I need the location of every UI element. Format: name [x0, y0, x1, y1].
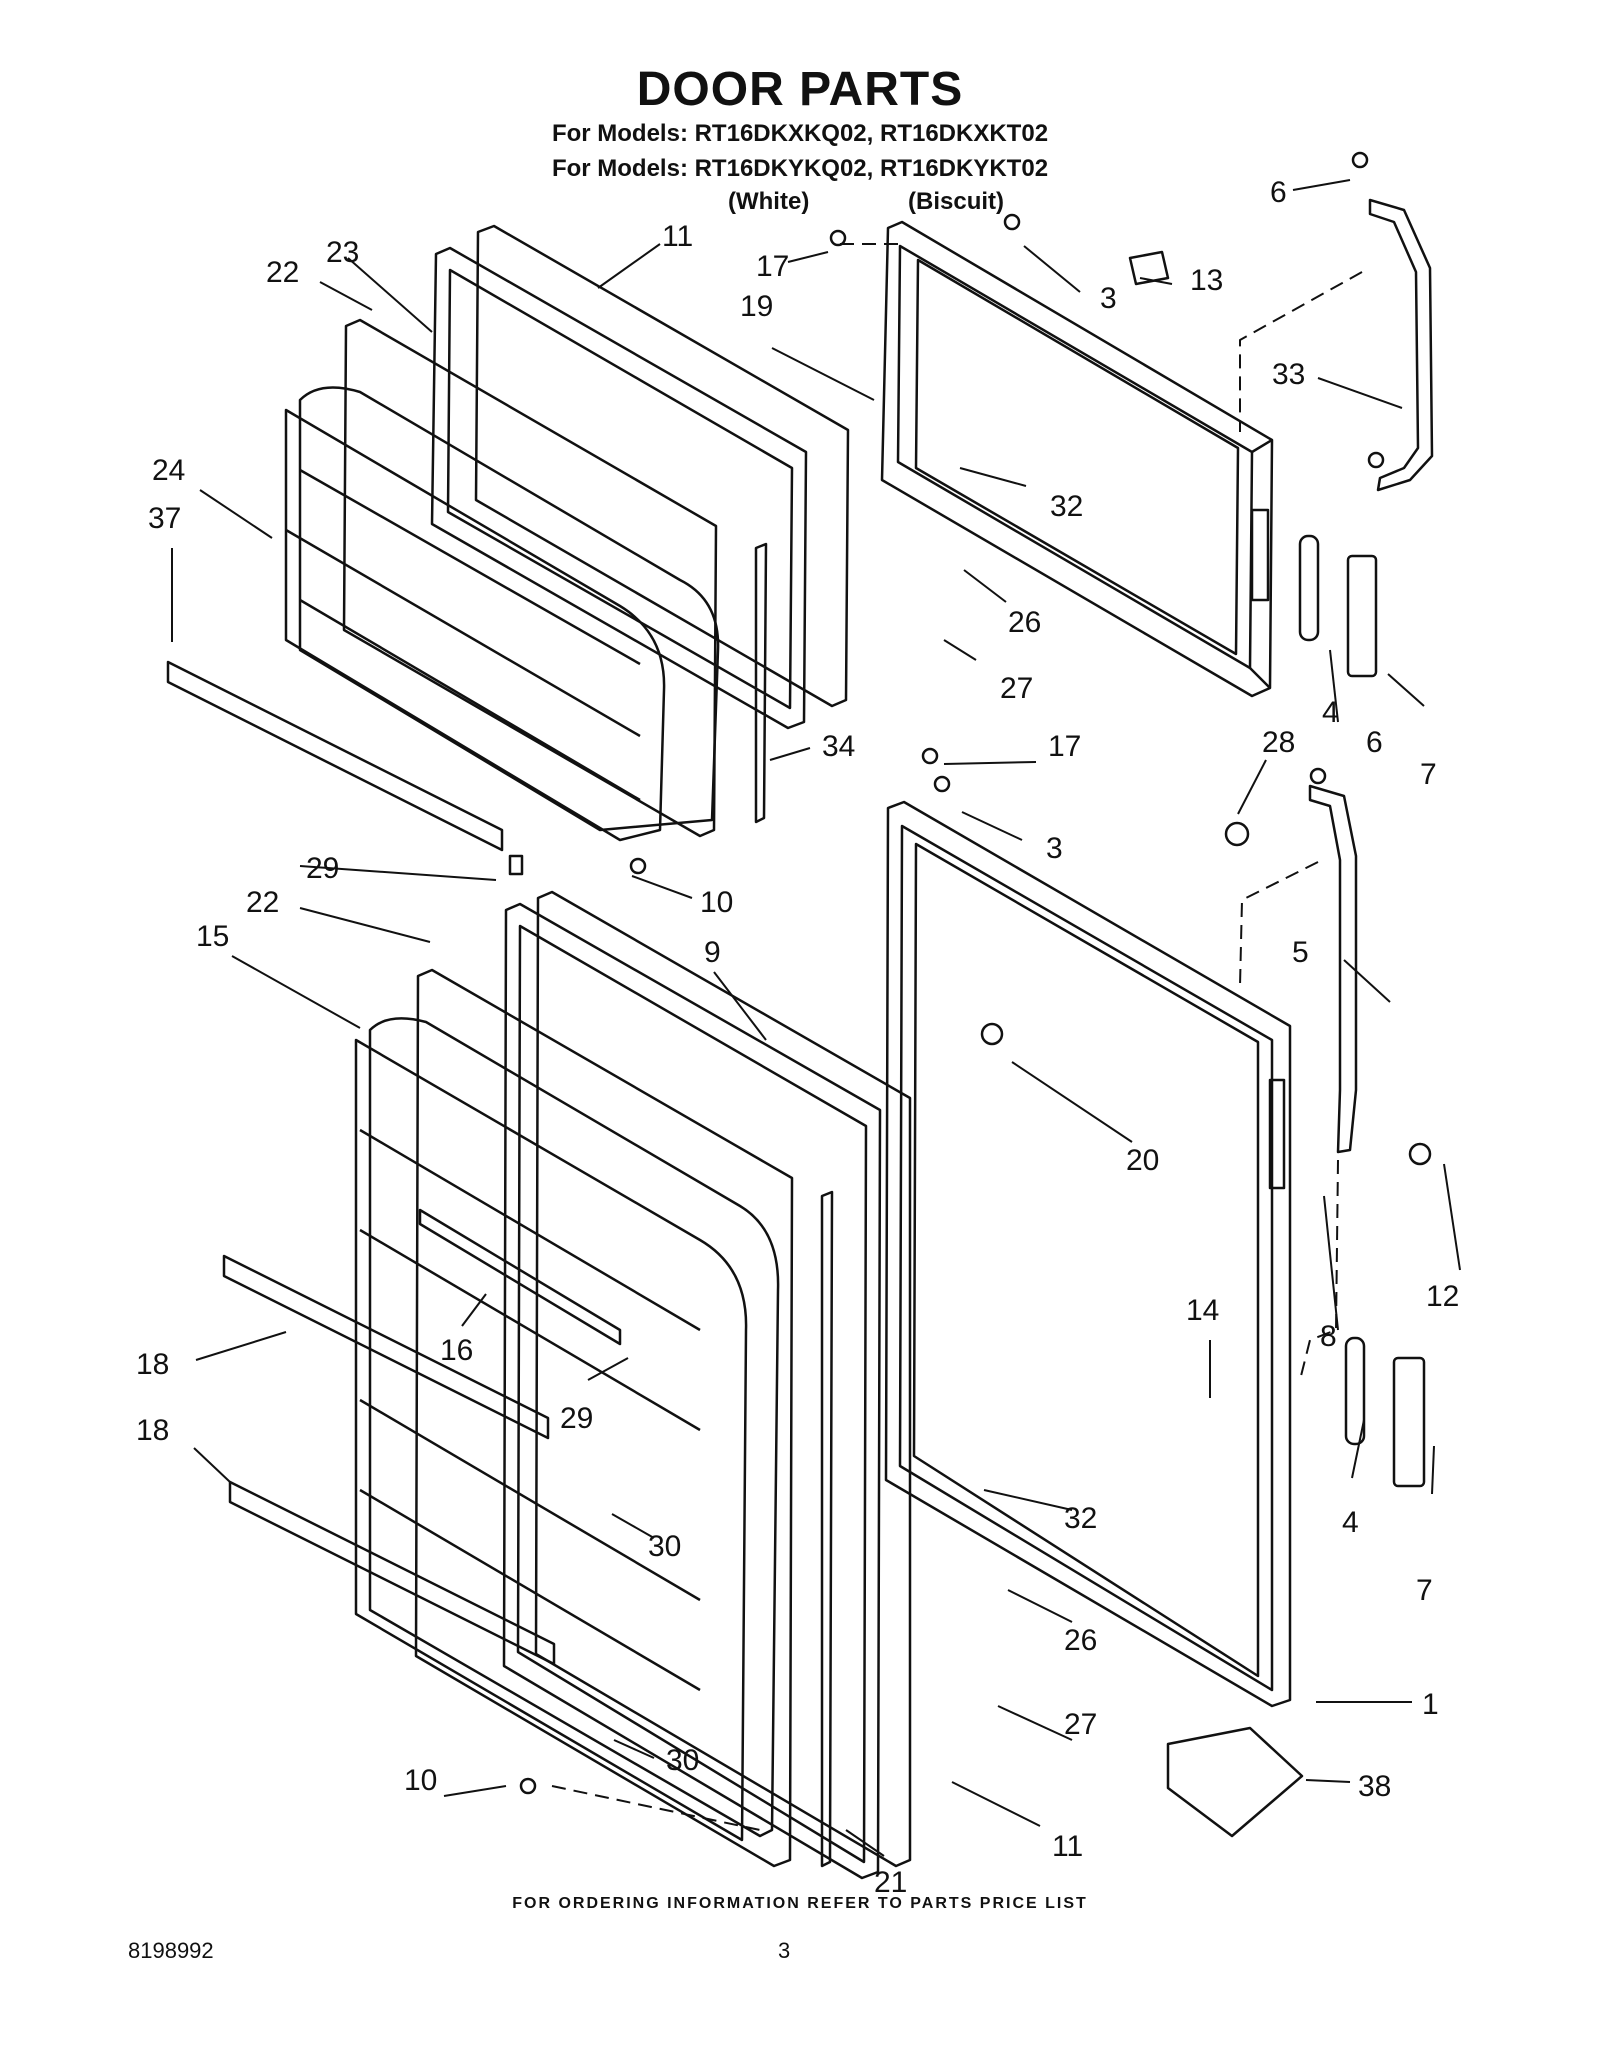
- callout-11a: 11: [662, 220, 693, 253]
- callout-9: 9: [704, 936, 721, 969]
- fresh-food-inner-liner: [354, 968, 794, 1868]
- callout-37: 37: [148, 502, 181, 535]
- label-plate: [1128, 250, 1170, 286]
- callout-30b: 30: [666, 1744, 699, 1777]
- callout-1: 1: [1422, 1688, 1439, 1721]
- page-title: DOOR PARTS: [636, 63, 964, 116]
- callout-18b: 18: [136, 1414, 169, 1447]
- freezer-shelf-rail: [166, 660, 504, 852]
- freezer-door-outer-panel: [880, 220, 1274, 698]
- callout-27b: 27: [1064, 1708, 1097, 1741]
- callout-10b: 10: [404, 1764, 437, 1797]
- callout-6b: 6: [1366, 726, 1383, 759]
- callout-33: 33: [1272, 358, 1305, 391]
- ordering-note: FOR ORDERING INFORMATION REFER TO PARTS …: [512, 1895, 1088, 1912]
- color-label-white: (White): [728, 188, 810, 215]
- models-line-2: For Models: RT16DKYKQ02, RT16DKYKT02: [551, 155, 1049, 182]
- callout-38: 38: [1358, 1770, 1391, 1803]
- callout-4a: 4: [1322, 696, 1339, 729]
- callout-11b: 11: [1052, 1830, 1083, 1863]
- trim-strip-upper: [754, 542, 768, 824]
- callout-26a: 26: [1008, 606, 1041, 639]
- callout-29a: 29: [306, 852, 339, 885]
- callout-17b: 17: [1048, 730, 1081, 763]
- callout-24: 24: [152, 454, 185, 487]
- callout-10a: 10: [700, 886, 733, 919]
- callout-21: 21: [874, 1866, 907, 1899]
- callout-12: 12: [1426, 1280, 1459, 1313]
- document-number: 8198992: [128, 1938, 214, 1963]
- freezer-handle: [1368, 198, 1434, 492]
- fresh-food-gasket-insulation: [502, 890, 912, 1880]
- parts-drawing: [166, 151, 1434, 1880]
- callout-18a: 18: [136, 1348, 169, 1381]
- models-line-1: For Models: RT16DKXKQ02, RT16DKXKT02: [551, 120, 1049, 147]
- callout-5: 5: [1292, 936, 1309, 969]
- callout-20: 20: [1126, 1144, 1159, 1177]
- handle-seal-lower: [1344, 1336, 1366, 1446]
- fresh-food-handle: [1308, 784, 1358, 1154]
- callout-16: 16: [440, 1334, 473, 1367]
- callout-3b: 3: [1046, 832, 1063, 865]
- freezer-gasket-insulation: [430, 224, 850, 730]
- callout-15: 15: [196, 920, 229, 953]
- page-number: 3: [778, 1938, 791, 1963]
- callout-14: 14: [1186, 1294, 1219, 1327]
- handle-cover-upper: [1346, 554, 1378, 678]
- callout-8: 8: [1320, 1320, 1337, 1353]
- callout-17a: 17: [756, 250, 789, 283]
- callout-29b: 29: [560, 1402, 593, 1435]
- callout-27a: 27: [1000, 672, 1033, 705]
- trim-strip-lower: [820, 1190, 834, 1868]
- handle-cover-lower: [1392, 1356, 1426, 1488]
- fresh-food-door-outer-panel: [884, 800, 1292, 1708]
- callout-28: 28: [1262, 726, 1295, 759]
- leader-lines: [171, 179, 1461, 1857]
- callout-6a: 6: [1270, 176, 1287, 209]
- callout-7b: 7: [1416, 1574, 1433, 1607]
- callout-19: 19: [740, 290, 773, 323]
- callout-26b: 26: [1064, 1624, 1097, 1657]
- callout-32a: 32: [1050, 490, 1083, 523]
- callout-13: 13: [1190, 264, 1223, 297]
- callout-30a: 30: [648, 1530, 681, 1563]
- callout-4b: 4: [1342, 1506, 1359, 1539]
- callout-32b: 32: [1064, 1502, 1097, 1535]
- hardware-kit: [1166, 1726, 1304, 1838]
- callout-34: 34: [822, 730, 855, 763]
- freezer-inner-liner: [284, 318, 720, 842]
- callout-23: 23: [326, 236, 359, 269]
- callout-3a: 3: [1100, 282, 1117, 315]
- callout-7a: 7: [1420, 758, 1437, 791]
- shelf-rail-lower: [228, 1480, 556, 1666]
- shelf-rail-upper: [222, 1254, 550, 1440]
- callout-numbers: 6 17 3 13 11 22 23 19 33 32 24 37 26 4 2…: [136, 176, 1459, 1899]
- color-label-biscuit: (Biscuit): [908, 188, 1004, 215]
- callout-22b: 22: [246, 886, 279, 919]
- callout-22a: 22: [266, 256, 299, 289]
- handle-seal-upper: [1298, 534, 1320, 642]
